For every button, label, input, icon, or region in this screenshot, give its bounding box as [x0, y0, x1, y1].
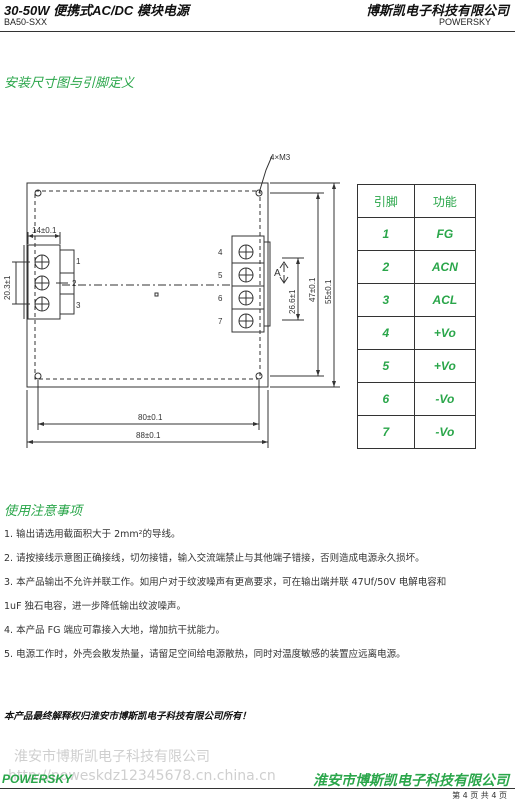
- pin-label-5: 5: [218, 271, 223, 280]
- note-item: 3. 本产品输出不允许并联工作。如用户对于纹波噪声有更高要求，可在输出端并联 4…: [4, 577, 447, 588]
- right-terminal-block: [231, 235, 265, 333]
- pin-cell: 3: [357, 283, 415, 317]
- table-row: 7-Vo: [357, 415, 477, 449]
- disclaimer: 本产品最终解释权归淮安市博斯凯电子科技有限公司所有！: [4, 711, 252, 722]
- document-title: 30-50W 便携式AC/DC 模块电源: [4, 3, 189, 18]
- header-pin: 引脚: [357, 184, 415, 218]
- function-cell: ACN: [413, 250, 477, 284]
- function-cell: ACL: [413, 283, 477, 317]
- dim-26-6: 26.6±1: [288, 289, 297, 314]
- watermark-url: http://poweskdz12345678.cn.china.cn: [8, 768, 276, 784]
- page-number: 第 4 页 共 4 页: [452, 791, 507, 800]
- footer-brand: POWERSKY: [2, 772, 73, 786]
- table-row: 5+Vo: [357, 349, 477, 383]
- notes-list: 1. 输出请选用截面积大于 2mm²的导线。 2. 请按接线示意图正确接线，切勿…: [4, 528, 514, 672]
- pin-label-6: 6: [218, 294, 223, 303]
- dim-20-3: 20.3±1: [3, 275, 12, 300]
- function-cell: +Vo: [413, 316, 477, 350]
- pin-label-4: 4: [218, 248, 223, 257]
- dim-80: 80±0.1: [138, 413, 163, 422]
- footer-divider: [0, 788, 515, 789]
- left-terminal-screws: [34, 254, 50, 312]
- function-cell: -Vo: [413, 415, 477, 449]
- function-cell: FG: [413, 217, 477, 251]
- pin-cell: 5: [357, 349, 415, 383]
- pin-cell: 2: [357, 250, 415, 284]
- hole-label: 4×M3: [270, 153, 291, 162]
- dim-55: 55±0.1: [324, 279, 333, 304]
- table-row: 6-Vo: [357, 382, 477, 416]
- module-outline: [26, 182, 269, 388]
- mount-hole: [34, 189, 42, 197]
- header-divider: [0, 31, 515, 32]
- pin-label-7: 7: [218, 317, 223, 326]
- mount-hole: [255, 189, 263, 197]
- pin-cell: 7: [357, 415, 415, 449]
- header-company: 博斯凯电子科技有限公司: [365, 4, 509, 19]
- dim-47: 47±0.1: [308, 277, 317, 302]
- function-cell: +Vo: [413, 349, 477, 383]
- pin-cell: 4: [357, 316, 415, 350]
- note-item: 4. 本产品 FG 端应可靠接入大地，增加抗干扰能力。: [4, 625, 225, 636]
- pin-label-1: 1: [76, 257, 81, 266]
- table-header-row: 引脚 功能: [357, 184, 477, 218]
- pin-cell: 6: [357, 382, 415, 416]
- note-item-continuation: 1uF 独石电容，进一步降低输出纹波噪声。: [4, 601, 187, 612]
- pin-label-3: 3: [76, 301, 81, 310]
- table-row: 4+Vo: [357, 316, 477, 350]
- left-terminal-block: [27, 244, 61, 320]
- dim-88: 88±0.1: [136, 431, 161, 440]
- mount-hole: [255, 372, 263, 380]
- pin-cell: 1: [357, 217, 415, 251]
- header-function: 功能: [413, 184, 477, 218]
- dim-14: 14±0.1: [32, 226, 57, 235]
- model-number: BA50-SXX: [4, 17, 48, 27]
- right-terminal-screws: [238, 244, 254, 329]
- note-item: 5. 电源工作时，外壳会散发热量，请留足空间给电源散热，同时对温度敏感的装置应远…: [4, 649, 406, 660]
- arrow-mark: A: [274, 268, 281, 279]
- note-item: 1. 输出请选用截面积大于 2mm²的导线。: [4, 529, 181, 540]
- header-brand: POWERSKY: [438, 17, 491, 27]
- function-cell: -Vo: [413, 382, 477, 416]
- watermark-company: 淮安市博斯凯电子科技有限公司: [14, 749, 210, 765]
- mount-hole: [34, 372, 42, 380]
- footer-company: 淮安市博斯凯电子科技有限公司: [313, 773, 509, 789]
- pin-label-2: 2: [72, 279, 77, 288]
- dimension-drawing: 4×M3 14±0.1 20.3±1 1 2 3 4 5 6 7 A 26.6±…: [3, 153, 340, 448]
- note-item: 2. 请按接线示意图正确接线，切勿接错，输入交流端禁止与其他端子错接，否则造成电…: [4, 553, 425, 564]
- section-title-dimensions: 安装尺寸图与引脚定义: [4, 76, 135, 91]
- section-title-notes: 使用注意事项: [4, 504, 83, 519]
